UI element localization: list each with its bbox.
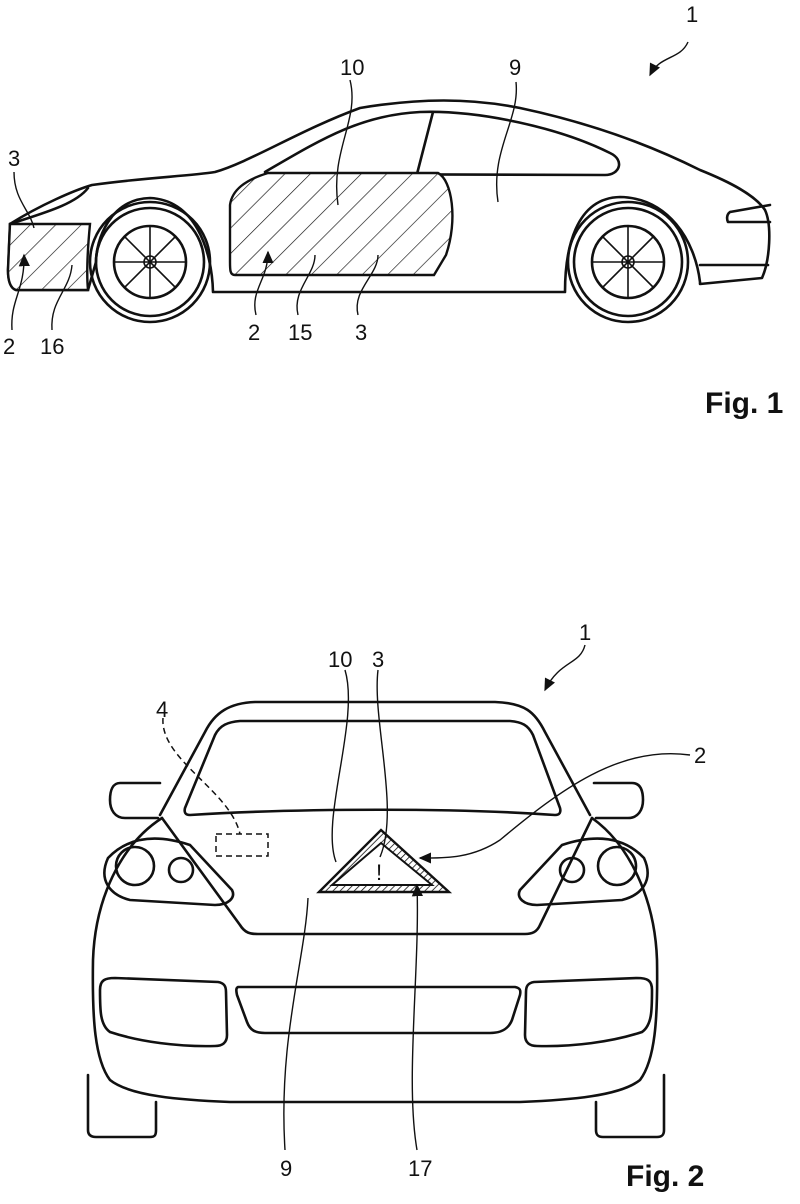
right-tire [594, 1073, 666, 1139]
right-headlight-lamp [596, 845, 638, 887]
right-air-intake [523, 976, 654, 1048]
left-headlight-housing [103, 837, 235, 907]
body-left-side [91, 816, 659, 1104]
left-fog-lamp [167, 856, 195, 884]
label-fig2-body-9: 9 [280, 1156, 292, 1181]
leader-front-2 [11, 253, 30, 331]
rear-wheel [566, 200, 690, 324]
car-body-outline [6, 99, 771, 294]
left-mirror [108, 781, 162, 820]
figure-1-caption: Fig. 1 [705, 387, 783, 420]
b-pillar [415, 110, 435, 176]
center-air-intake [235, 985, 522, 1035]
label-front-3: 3 [8, 146, 20, 171]
leader-sensor-4 [162, 717, 241, 835]
roof-outline [158, 700, 592, 817]
label-door-10: 10 [340, 55, 364, 80]
sensor-dashed-box [215, 833, 269, 857]
right-mirror [592, 781, 645, 820]
label-front-16: 16 [40, 334, 64, 359]
right-headlight-housing [517, 837, 649, 907]
leader-fig2-10 [331, 669, 350, 863]
leader-front-3 [13, 171, 35, 229]
label-door-15: 15 [288, 320, 312, 345]
label-front-2: 2 [3, 334, 15, 359]
leader-9 [496, 81, 518, 203]
label-fig2-17: 17 [408, 1156, 432, 1181]
label-body-9: 9 [509, 55, 521, 80]
front-wheel [88, 200, 212, 324]
leader-fig2-3 [376, 669, 389, 858]
label-door-2: 2 [248, 320, 260, 345]
left-tire [86, 1073, 158, 1139]
label-vehicle-1: 1 [686, 2, 698, 27]
leader-15 [296, 254, 316, 316]
warning-triangle-display: ! [316, 828, 453, 894]
front-display-area-hatched [6, 222, 92, 292]
figure-1-side-view: 1 3 2 16 10 9 2 15 3 Fig. 1 [3, 2, 783, 420]
leader-fig2-2 [418, 753, 691, 864]
leader-fig2-9 [283, 897, 309, 1151]
label-fig2-10: 10 [328, 647, 352, 672]
leader-door-2 [254, 250, 274, 316]
left-air-intake [98, 976, 229, 1048]
leader-10 [336, 79, 353, 206]
figure-2-caption: Fig. 2 [626, 1160, 704, 1193]
label-fig2-vehicle-1: 1 [579, 620, 591, 645]
hood [160, 816, 594, 936]
left-headlight-lamp [114, 845, 156, 887]
leader-front-16 [51, 264, 73, 331]
right-fog-lamp [558, 856, 586, 884]
label-fig2-3: 3 [372, 647, 384, 672]
windshield [183, 719, 562, 817]
label-fig2-2: 2 [694, 743, 706, 768]
door-display-area-hatched [228, 171, 454, 277]
hood-line [8, 186, 90, 226]
label-fig2-sensor-4: 4 [156, 697, 168, 722]
label-door-3: 3 [355, 320, 367, 345]
leader-door-3 [356, 254, 379, 316]
leader-1 [649, 41, 689, 77]
rear-light [725, 203, 772, 224]
leader-fig2-17 [411, 883, 423, 1151]
leader-fig2-1 [544, 644, 586, 692]
side-window-outline [263, 110, 621, 177]
figure-2-front-view: ! 1 4 10 3 2 9 17 Fig. 2 [86, 620, 706, 1193]
warning-exclamation-icon: ! [376, 860, 382, 885]
